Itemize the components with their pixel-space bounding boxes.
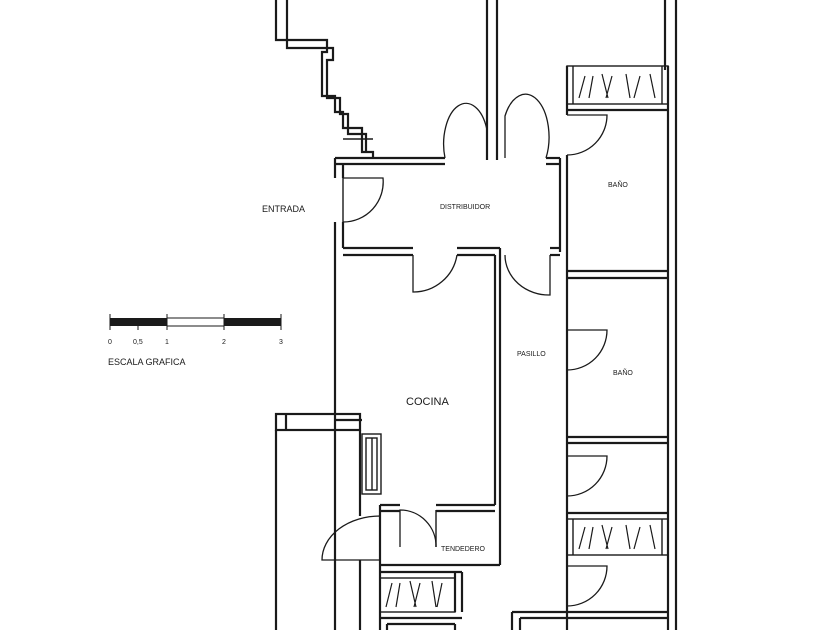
doors [321,93,608,607]
room-label-cocina: COCINA [406,396,449,408]
room-label-pasillo: PASILLO [517,351,546,358]
distribuidor-walls [333,66,569,630]
scale-tick-label: 1 [165,339,169,346]
scale-bar-segment-dark [224,318,281,326]
closet-hatching [385,73,656,608]
scale-bar-segment-light [166,317,225,327]
scale-bar: 0 0,5 1 2 3 ESCALA GRAFICA [108,314,283,367]
scale-bar-title: ESCALA GRAFICA [108,357,186,367]
scale-tick-label: 0 [108,339,112,346]
scale-tick-label: 0,5 [133,339,143,346]
room-label-bano-1: BAÑO [608,180,628,189]
cocina-walls [361,248,502,630]
lower-left-block [274,412,362,630]
upper-left-room [274,0,375,158]
room-label-entrada: ENTRADA [262,204,305,214]
room-label-distribuidor: DISTRIBUIDOR [440,204,490,211]
right-wing-walls [510,65,670,630]
top-central-walls [485,0,678,630]
scale-tick-label: 3 [279,339,283,346]
scale-tick-label: 2 [222,339,226,346]
room-label-tendedero: TENDEDERO [441,546,486,553]
room-label-bano-2: BAÑO [613,368,633,377]
